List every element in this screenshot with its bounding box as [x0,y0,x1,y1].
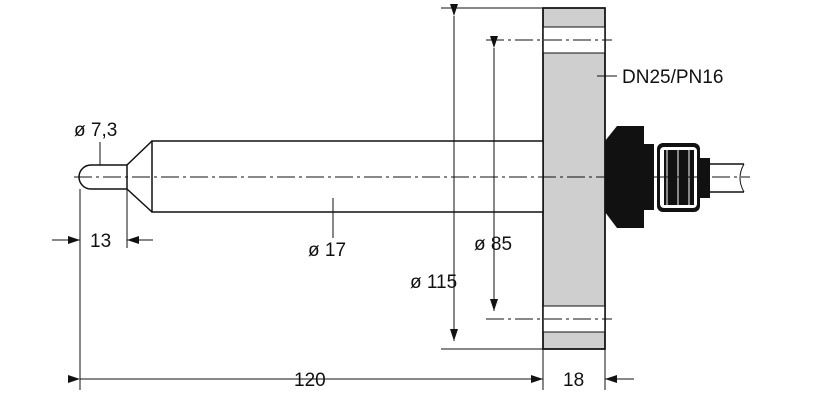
tip-diameter-label: ø 7,3 [74,120,117,141]
tip-length-label: 13 [90,231,111,252]
flange-thickness-label: 18 [563,370,584,391]
flange-diameter-label: ø 115 [410,272,457,293]
bolt-circle-label: ø 85 [474,234,512,255]
flange-standard-label: DN25/PN16 [622,67,723,88]
rod-diameter-label: ø 17 [308,240,346,261]
flange [542,7,606,350]
insertion-length-label: 120 [294,370,326,391]
